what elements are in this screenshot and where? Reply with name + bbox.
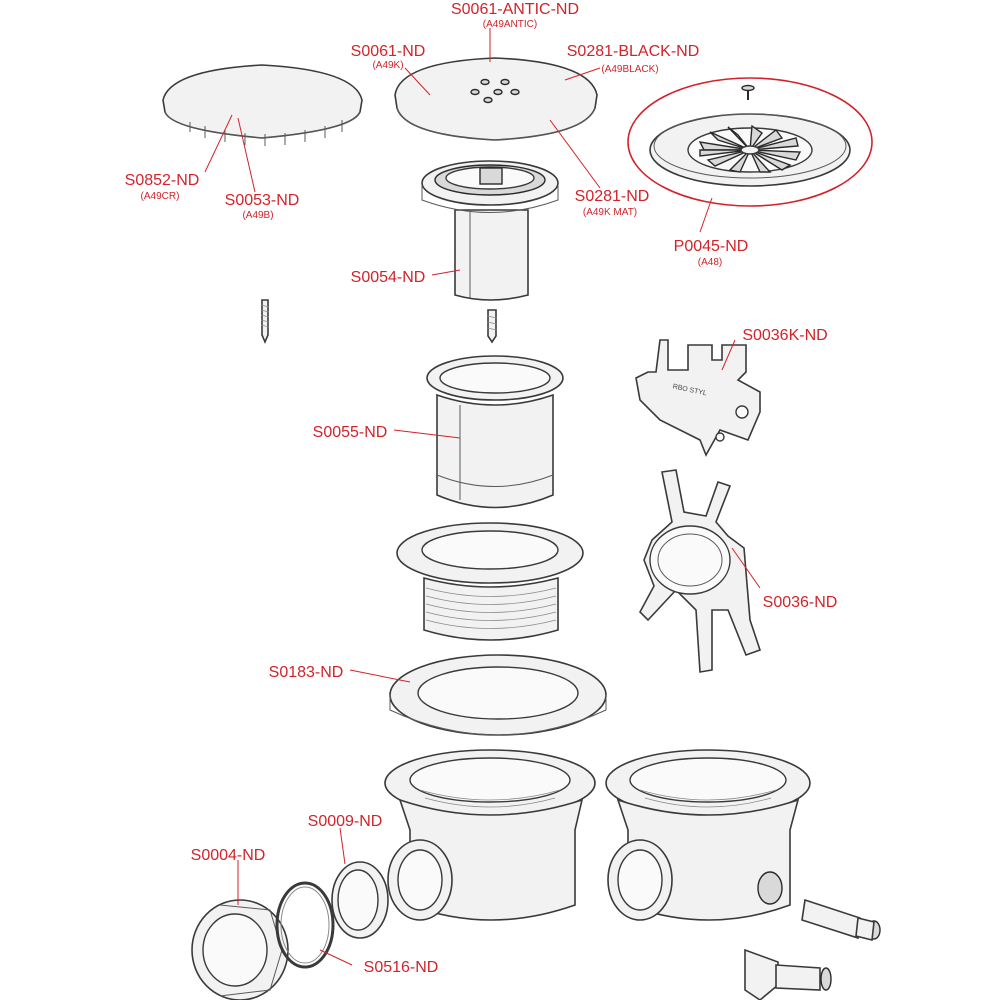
label-s0036k: S0036K-ND (742, 327, 827, 344)
insert-body-s0055 (426, 355, 564, 509)
label-s0054: S0054-ND (351, 269, 426, 286)
washer-s0009 (331, 861, 389, 939)
leader-s0516 (319, 949, 353, 966)
sublabel-s0061-antic: (A49ANTIC) (483, 19, 537, 30)
label-s0004: S0004-ND (191, 847, 266, 864)
leader-s0281 (549, 119, 601, 189)
hose-fitting-straight (801, 898, 881, 941)
o-ring-s0516 (275, 881, 335, 969)
leader-s0061 (404, 67, 431, 96)
leader-s0055 (393, 429, 461, 439)
grate-p0045 (627, 77, 873, 207)
leader-s0036k (721, 339, 736, 371)
sublabel-s0061: (A49K) (372, 60, 403, 71)
cover-plate-s0061 (394, 57, 598, 141)
hose-fitting-elbow (744, 948, 832, 1000)
label-s0053: S0053-ND (225, 192, 300, 209)
nut-s0004 (191, 899, 289, 1000)
sublabel-s0281-black: (A49BLACK) (601, 64, 658, 75)
label-s0852: S0852-ND (125, 172, 200, 189)
short-screw-icon (486, 309, 498, 344)
trap-bell-s0054 (421, 160, 559, 301)
wrench-s0036 (639, 469, 762, 673)
label-s0281: S0281-ND (575, 188, 650, 205)
label-s0281-black: S0281-BLACK-ND (567, 43, 700, 60)
wrench-s0036k: RBO STYL (635, 339, 761, 457)
cover-plate-s0852 (162, 64, 363, 146)
label-p0045: P0045-ND (674, 238, 749, 255)
screw-icon (741, 84, 755, 100)
leader-s0852 (204, 114, 233, 173)
label-s0036: S0036-ND (763, 594, 838, 611)
sublabel-s0053: (A49B) (242, 210, 273, 221)
leader-s0054 (431, 269, 461, 276)
leader-s0183 (349, 669, 411, 683)
leader-s0009 (339, 827, 346, 865)
label-s0055: S0055-ND (313, 424, 388, 441)
leader-s0053 (237, 117, 256, 193)
label-s0516: S0516-ND (364, 959, 439, 976)
label-s0183: S0183-ND (269, 664, 344, 681)
drain-body-right (605, 749, 811, 921)
leader-p0045 (699, 197, 713, 233)
threaded-neck (396, 522, 584, 641)
leader-s0036 (731, 547, 761, 589)
sublabel-p0045: (A48) (698, 257, 722, 268)
label-s0061-antic: S0061-ANTIC-ND (451, 1, 579, 18)
leader-s0281-black (564, 67, 601, 81)
sublabel-s0852: (A49CR) (141, 191, 180, 202)
long-screw-icon (260, 299, 270, 345)
sublabel-s0281: (A49K MAT) (583, 207, 637, 218)
label-s0009: S0009-ND (308, 813, 383, 830)
gasket-s0183 (389, 654, 607, 736)
drain-body-left (384, 749, 596, 921)
label-s0061: S0061-ND (351, 43, 426, 60)
